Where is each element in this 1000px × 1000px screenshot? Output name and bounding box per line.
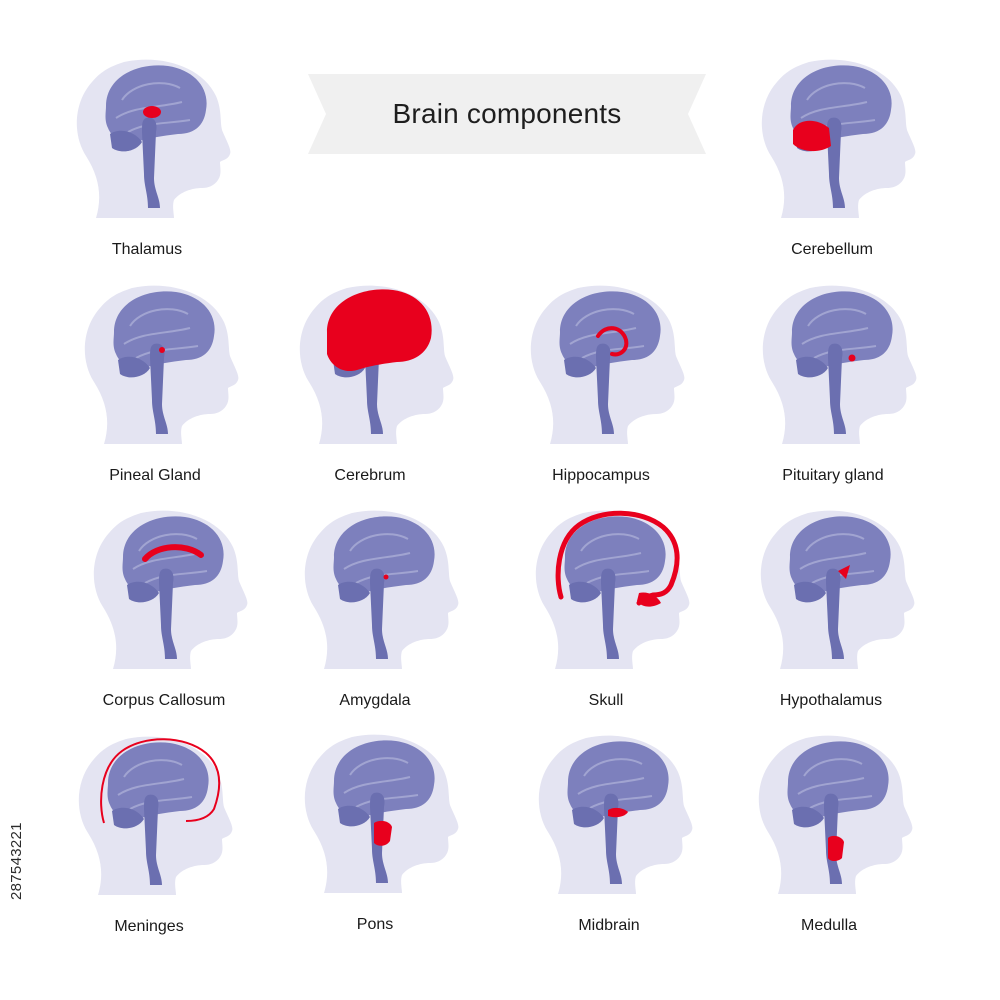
head-diagram xyxy=(290,723,460,893)
head-diagram xyxy=(70,274,240,444)
component-label: Medulla xyxy=(724,917,934,935)
head-diagram xyxy=(290,499,460,669)
component-label: Pons xyxy=(270,916,480,934)
brain-card-hypothalamus: Hypothalamus xyxy=(726,499,936,721)
head-diagram xyxy=(79,499,249,669)
component-label: Hypothalamus xyxy=(726,692,936,710)
title-banner: Brain components xyxy=(308,74,706,154)
component-label: Hippocampus xyxy=(496,467,706,485)
brain-card-pituitary-gland: Pituitary gland xyxy=(728,274,938,496)
component-label: Pituitary gland xyxy=(728,467,938,485)
head-diagram xyxy=(524,724,694,894)
component-label: Cerebellum xyxy=(727,241,937,259)
component-label: Thalamus xyxy=(42,241,252,259)
brain-card-medulla: Medulla xyxy=(724,724,934,946)
head-diagram xyxy=(744,724,914,894)
page-title: Brain components xyxy=(308,74,706,154)
component-label: Amygdala xyxy=(270,692,480,710)
component-label: Skull xyxy=(501,692,711,710)
component-label: Cerebrum xyxy=(265,467,475,485)
brain-card-cerebrum: Cerebrum xyxy=(265,274,475,496)
head-diagram xyxy=(746,499,916,669)
component-label: Pineal Gland xyxy=(50,467,260,485)
brain-card-thalamus: Thalamus xyxy=(42,48,252,270)
brain-card-cerebellum: Cerebellum xyxy=(727,48,937,270)
brain-card-amygdala: Amygdala xyxy=(270,499,480,721)
head-diagram xyxy=(285,274,455,444)
brain-card-pons: Pons xyxy=(270,723,480,945)
brain-card-midbrain: Midbrain xyxy=(504,724,714,946)
component-label: Midbrain xyxy=(504,917,714,935)
head-diagram xyxy=(64,725,234,895)
brain-card-skull: Skull xyxy=(501,499,711,721)
head-diagram xyxy=(516,274,686,444)
brain-card-hippocampus: Hippocampus xyxy=(496,274,706,496)
component-label: Corpus Callosum xyxy=(59,692,269,710)
component-label: Meninges xyxy=(44,918,254,936)
head-diagram xyxy=(747,48,917,218)
brain-card-corpus-callosum: Corpus Callosum xyxy=(59,499,269,721)
stock-image-id: 287543221 xyxy=(8,880,28,900)
head-diagram xyxy=(521,499,691,669)
brain-card-meninges: Meninges xyxy=(44,725,254,947)
head-diagram xyxy=(62,48,232,218)
brain-card-pineal-gland: Pineal Gland xyxy=(50,274,260,496)
head-diagram xyxy=(748,274,918,444)
